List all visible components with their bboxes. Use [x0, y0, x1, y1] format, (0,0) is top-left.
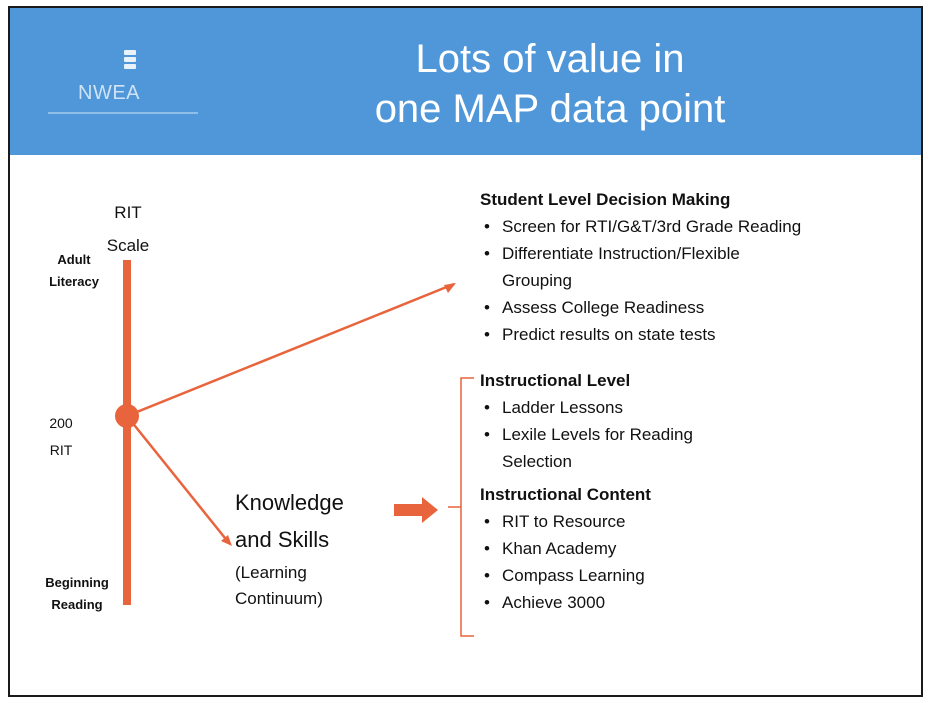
list-item: Khan Academy — [480, 535, 651, 562]
learning-continuum-label: (Learning Continuum) — [235, 560, 323, 612]
list-item-continuation: Selection — [502, 452, 572, 471]
title-line-1: Lots of value in — [415, 37, 685, 81]
instructional-content-list: RIT to Resource Khan Academy Compass Lea… — [480, 508, 651, 616]
knowledge-skills-label: Knowledge and Skills — [235, 484, 344, 558]
instructional-level-section: Instructional Level Ladder Lessons Lexil… — [480, 367, 693, 475]
list-item-continuation: Grouping — [502, 271, 572, 290]
arrow-to-decision-making — [126, 282, 455, 418]
arrow-to-knowledge — [126, 415, 230, 544]
rit-scale-line-1: RIT — [114, 203, 142, 222]
list-item: Differentiate Instruction/Flexible — [480, 240, 801, 267]
list-item: Lexile Levels for Reading — [480, 421, 693, 448]
beginning-reading-label: Beginning Reading — [37, 572, 117, 616]
rit-scale-label: RIT Scale — [98, 196, 158, 262]
list-item: RIT to Resource — [480, 508, 651, 535]
student-level-section: Student Level Decision Making Screen for… — [480, 186, 801, 348]
slide-title: Lots of value in one MAP data point — [340, 34, 760, 134]
nwea-logo: NWEA — [48, 50, 198, 120]
instructional-content-section: Instructional Content RIT to Resource Kh… — [480, 481, 651, 616]
list-item: Screen for RTI/G&T/3rd Grade Reading — [480, 213, 801, 240]
adult-literacy-line-2: Literacy — [49, 274, 99, 289]
instructional-level-heading: Instructional Level — [480, 371, 631, 390]
knowledge-line-2: and Skills — [235, 527, 330, 552]
beginning-reading-line-1: Beginning — [45, 575, 109, 590]
list-item: Ladder Lessons — [480, 394, 693, 421]
rit-200-point — [115, 404, 139, 428]
rit-200-line-1: 200 — [49, 415, 73, 431]
rit-scale-line-2: Scale — [106, 236, 150, 255]
adult-literacy-label: Adult Literacy — [44, 249, 104, 293]
slide: NWEA Lots of value in one MAP data point — [8, 6, 923, 697]
rit-200-line-2: RIT — [49, 442, 73, 458]
title-line-2: one MAP data point — [374, 87, 726, 131]
logo-underline — [48, 112, 198, 114]
logo-mark-icon — [124, 50, 136, 71]
adult-literacy-line-1: Adult — [57, 252, 91, 267]
list-item: Achieve 3000 — [480, 589, 651, 616]
right-arrow-icon — [394, 497, 438, 523]
list-item: Assess College Readiness — [480, 294, 801, 321]
knowledge-line-4: Continuum) — [235, 589, 323, 608]
instructional-content-heading: Instructional Content — [480, 485, 651, 504]
list-item: Compass Learning — [480, 562, 651, 589]
instructional-level-list: Ladder Lessons Lexile Levels for Reading… — [480, 394, 693, 475]
arrowhead-top-icon — [444, 283, 456, 293]
logo-text: NWEA — [78, 82, 140, 104]
student-level-list: Screen for RTI/G&T/3rd Grade Reading Dif… — [480, 213, 801, 348]
rit-200-label: 200 RIT — [38, 410, 84, 464]
knowledge-line-3: (Learning — [235, 563, 307, 582]
header-banner: NWEA Lots of value in one MAP data point — [10, 8, 921, 155]
bracket — [448, 377, 474, 637]
student-level-heading: Student Level Decision Making — [480, 190, 731, 209]
list-item: Predict results on state tests — [480, 321, 801, 348]
beginning-reading-line-2: Reading — [51, 597, 103, 612]
arrowhead-bottom-icon — [221, 535, 232, 546]
knowledge-line-1: Knowledge — [235, 490, 344, 515]
